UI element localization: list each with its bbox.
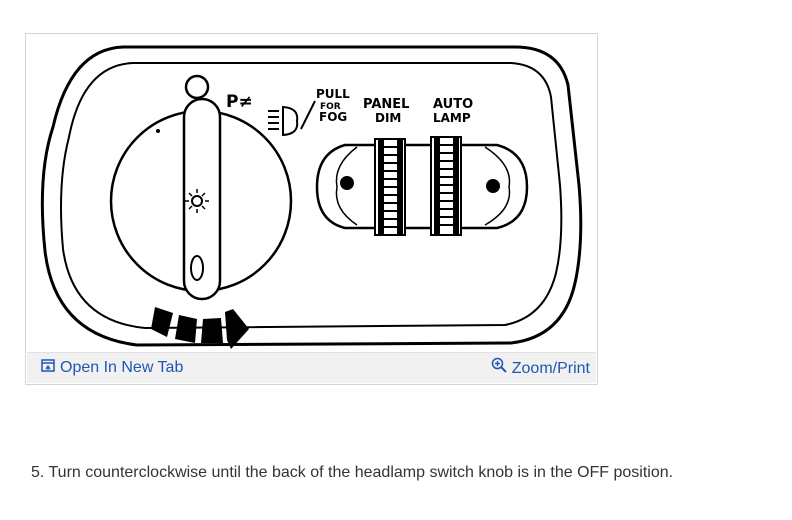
fog-lamp-icon [268, 100, 316, 137]
image-card: P≠ PULL FOR FOG PANEL DIM AUTO LAMP [25, 33, 598, 385]
zoom-print-label: Zoom/Print [511, 359, 590, 377]
right-dot [486, 179, 500, 193]
rotation-arrow [151, 307, 249, 349]
bezel-outer [40, 45, 583, 347]
open-in-new-tab-label: Open In New Tab [60, 359, 184, 376]
thumbwheel-housing [315, 143, 529, 230]
step-instruction-text: 5. Turn counterclockwise until the back … [31, 464, 674, 481]
open-in-new-tab-link[interactable]: Open In New Tab [41, 357, 183, 379]
pull-label: PULL [316, 87, 350, 101]
for-label: FOR [320, 102, 341, 112]
left-dot [340, 176, 354, 190]
panel-label: PANEL [363, 97, 409, 112]
headlamp-switch-diagram: P≠ PULL FOR FOG PANEL DIM AUTO LAMP [27, 35, 596, 353]
panel-dim-thumbwheel [374, 138, 406, 236]
fog-label: FOG [319, 110, 347, 124]
open-new-tab-icon [41, 357, 55, 379]
parking-lamp-label: P≠ [226, 92, 253, 112]
auto-lamp-thumbwheel [430, 136, 462, 236]
headlamp-on-symbol [185, 189, 209, 213]
image-card-footer: Open In New Tab Zoom/Print [27, 352, 596, 383]
dim-label: DIM [375, 111, 401, 125]
lamp-label: LAMP [433, 111, 471, 125]
bezel-inner [60, 62, 563, 330]
zoom-print-link[interactable]: Zoom/Print [491, 357, 590, 380]
knob-top-circle [184, 74, 210, 100]
zoom-in-icon [491, 357, 507, 380]
knob-bottom-indicator [190, 255, 204, 281]
auto-label: AUTO [433, 97, 473, 112]
